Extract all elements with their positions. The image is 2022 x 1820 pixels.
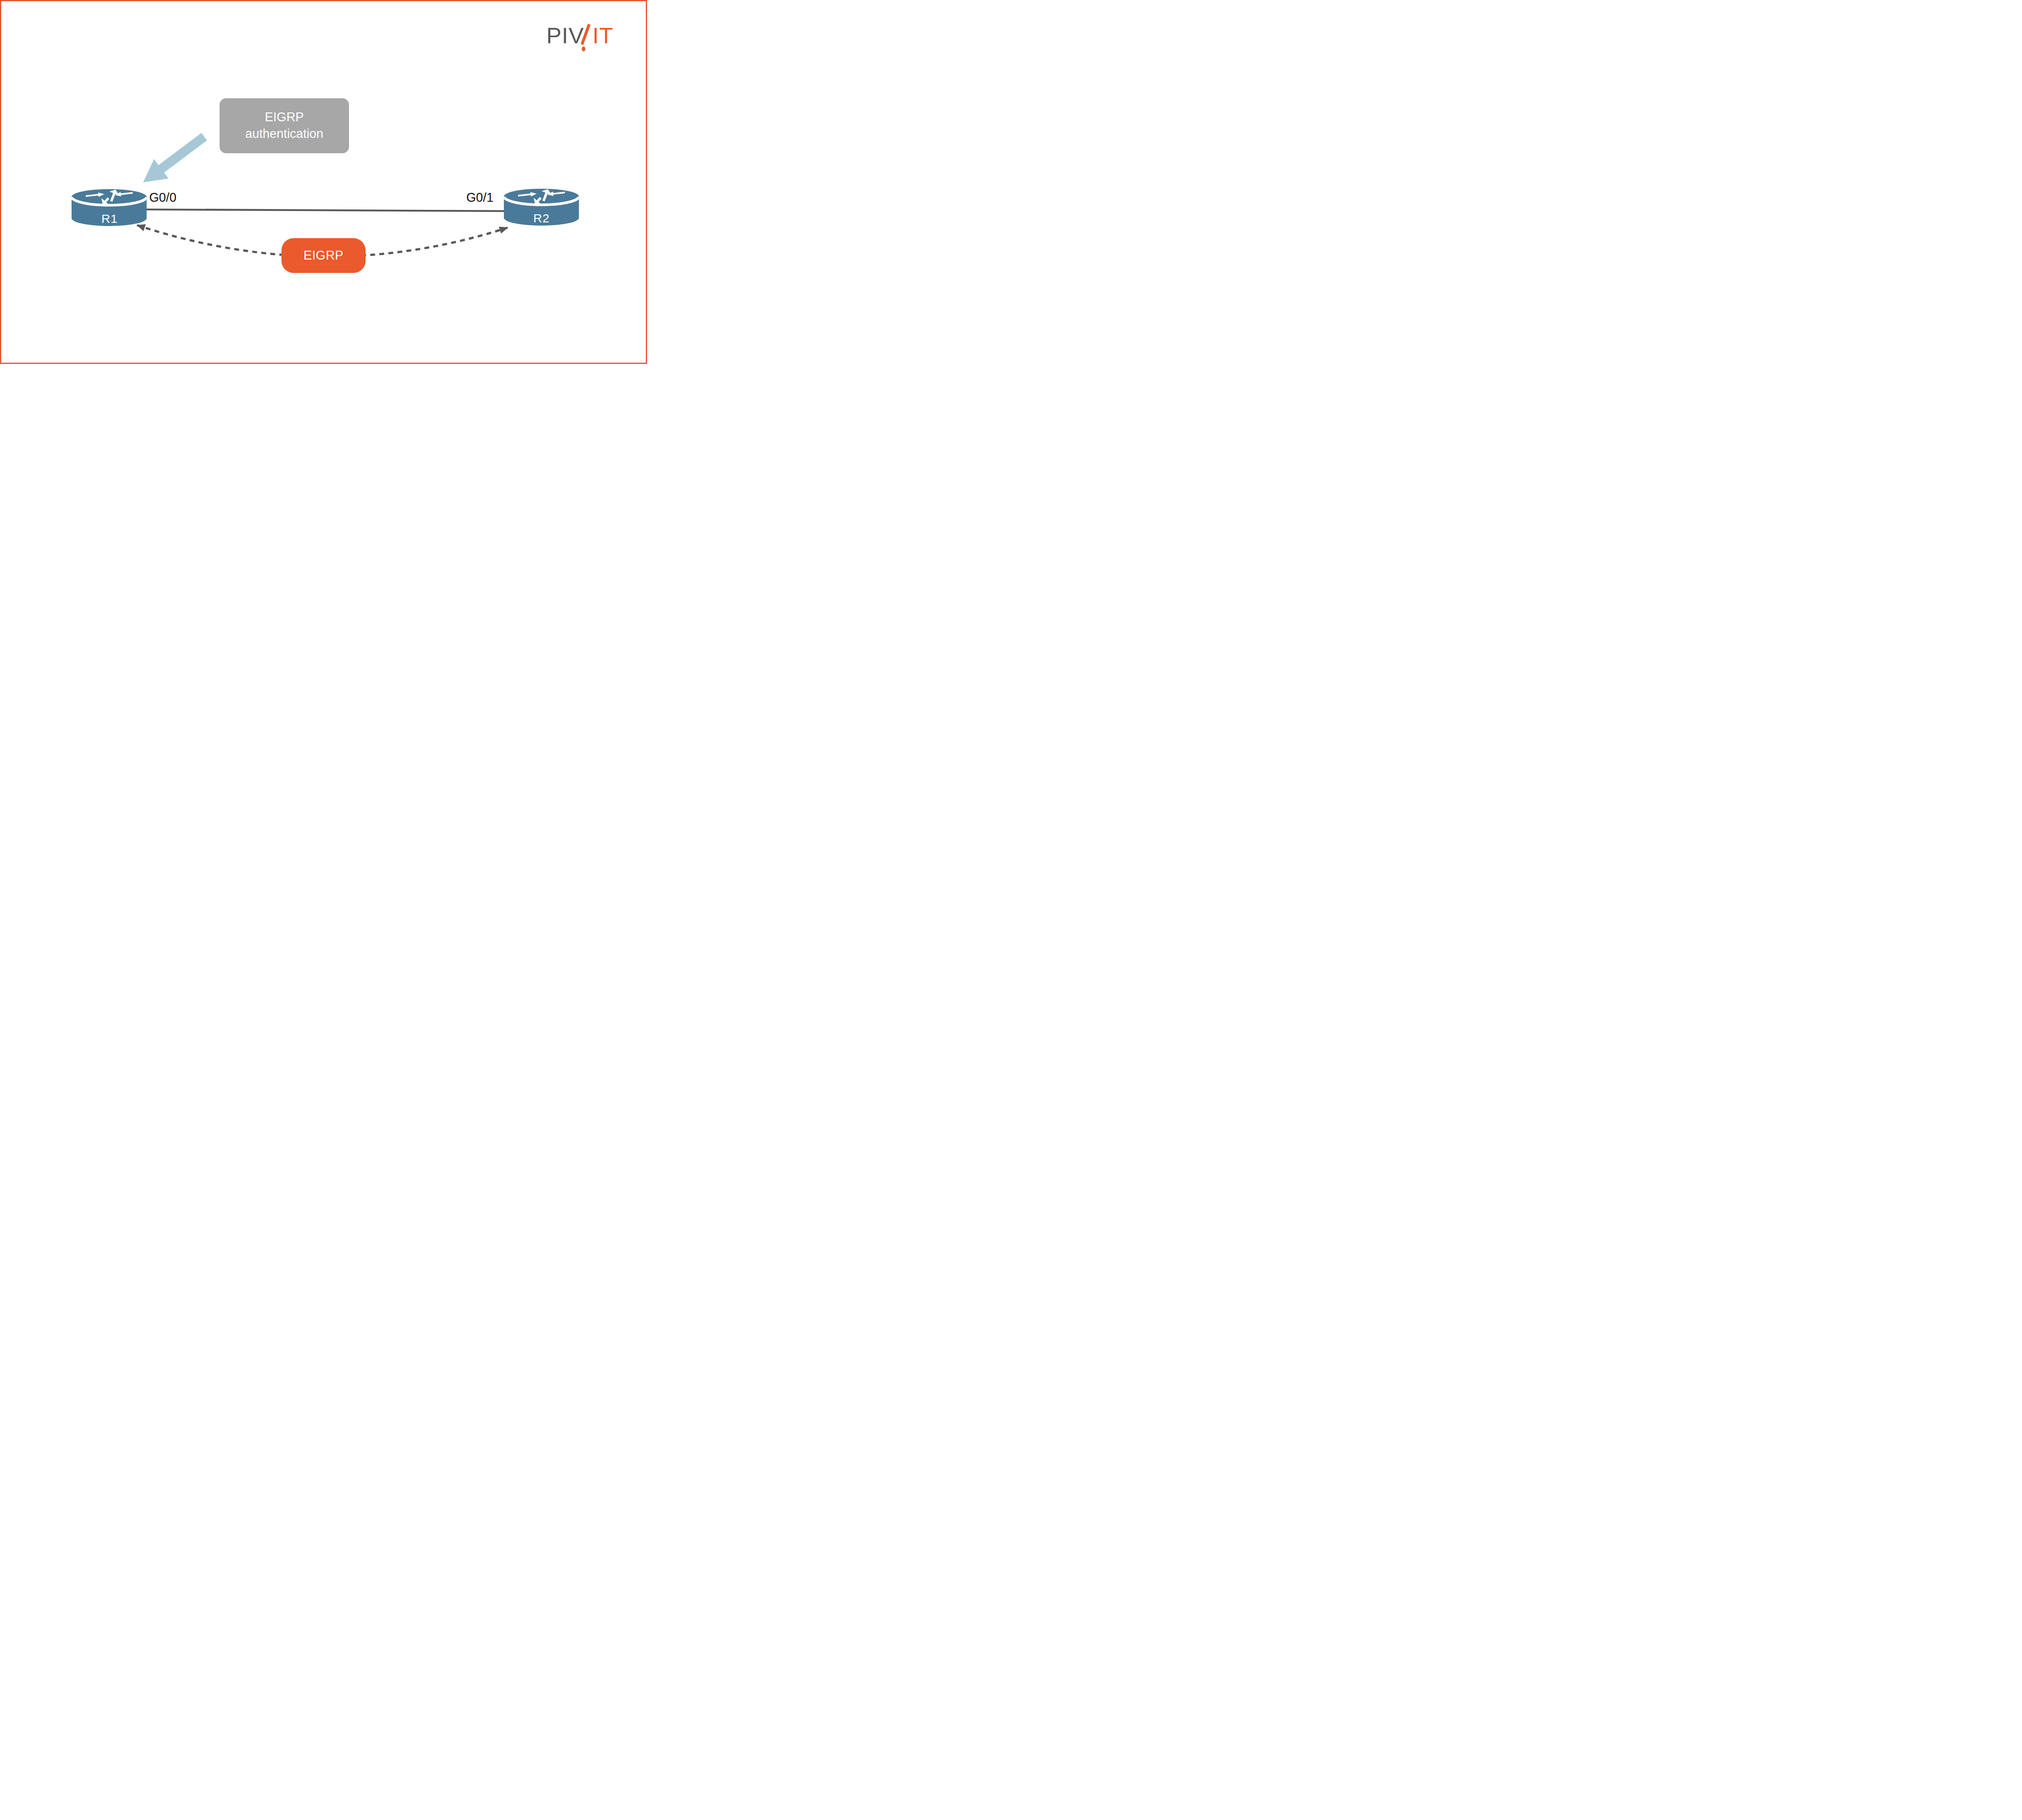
logo-dot-icon (582, 47, 586, 51)
logo-text-gray: PIV (546, 23, 584, 48)
interface-label-g0-0: G0/0 (149, 190, 176, 205)
pivit-logo: PIV IT (546, 23, 613, 51)
eigrp-authentication-callout: EIGRP authentication (220, 98, 349, 153)
diagram-canvas: PIV IT EIGRP authentication G0/0 G0/1 R1… (0, 0, 647, 364)
interface-label-g0-1: G0/1 (466, 190, 493, 205)
eigrp-badge-label: EIGRP (304, 248, 344, 263)
callout-label: EIGRP authentication (228, 109, 341, 142)
eigrp-badge: EIGRP (281, 238, 366, 273)
router-r1-label: R1 (102, 212, 118, 226)
ethernet-link-line (145, 209, 506, 211)
callout-pointer-arrow-icon (143, 133, 207, 182)
topology-diagram: PIV IT (1, 1, 646, 363)
router-r2-label: R2 (533, 211, 550, 225)
logo-text-orange: IT (592, 23, 613, 48)
